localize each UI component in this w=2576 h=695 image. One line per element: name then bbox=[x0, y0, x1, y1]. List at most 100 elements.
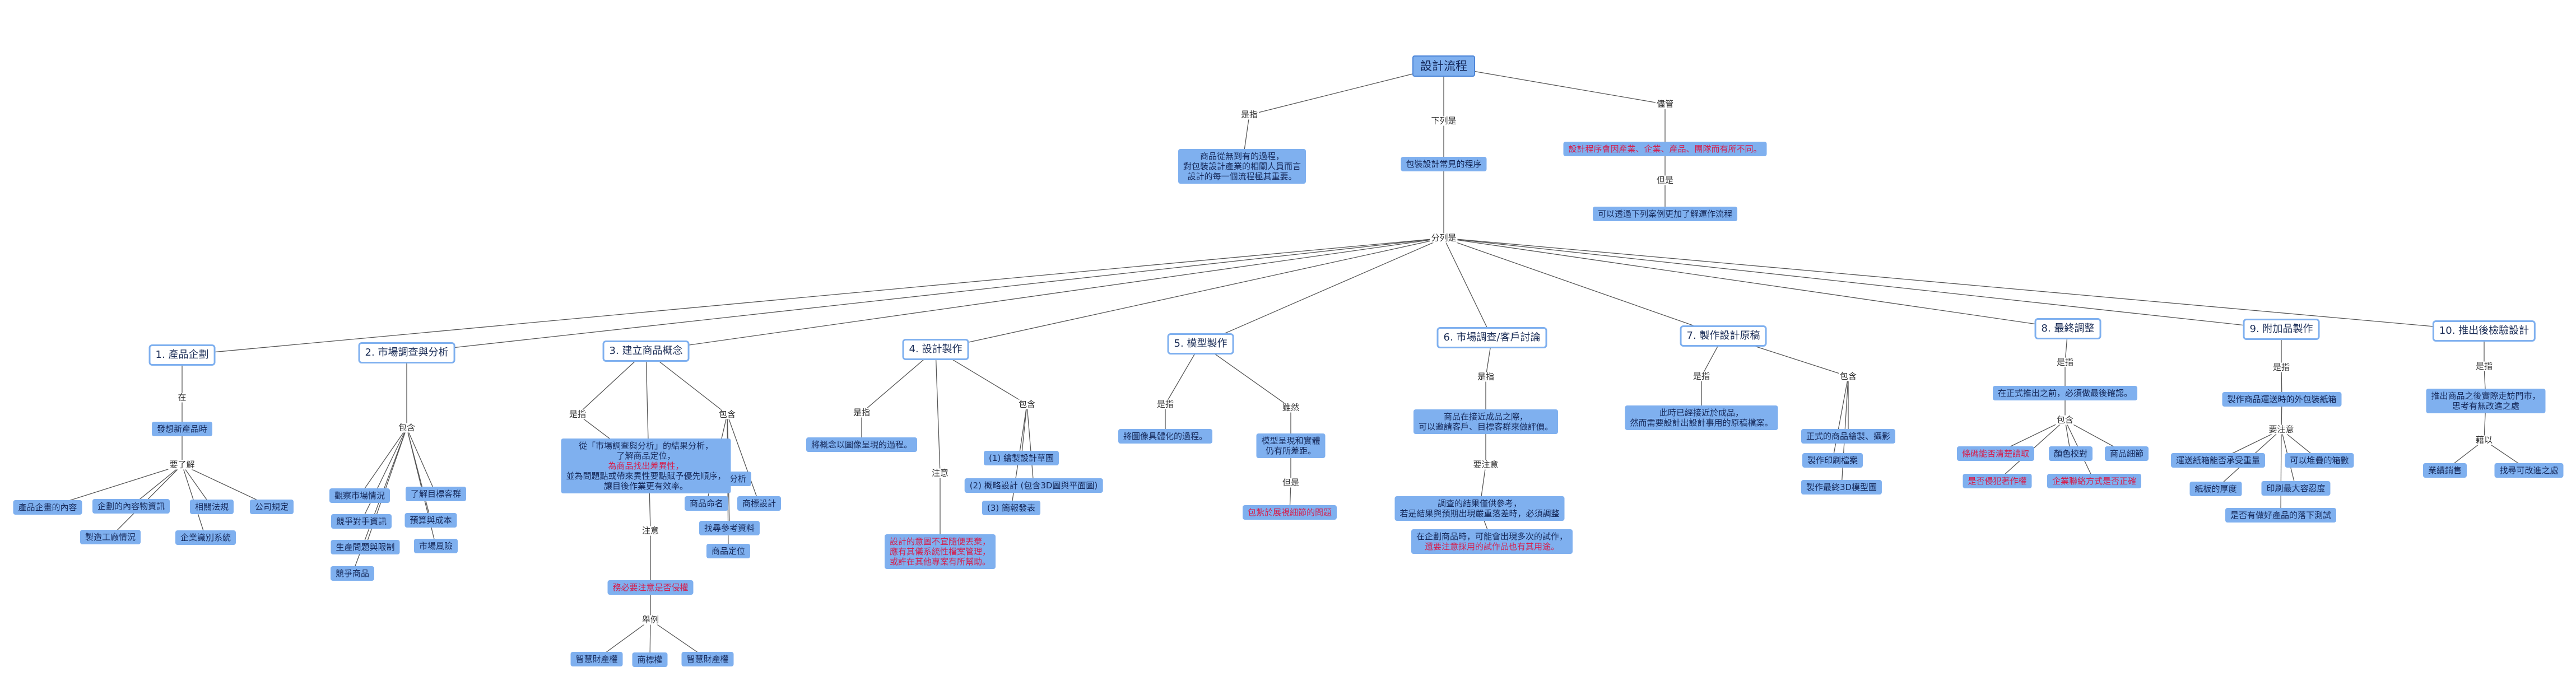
node-s3j[interactable]: 商品定位 bbox=[706, 544, 751, 558]
node-s7[interactable]: 7. 製作設計原稿 bbox=[1680, 325, 1767, 347]
connector-listed-s9 bbox=[1443, 237, 2282, 330]
node-s10c[interactable]: 找尋可改進之處 bbox=[2494, 463, 2564, 478]
node-s2d[interactable]: 預算與成本 bbox=[404, 513, 457, 528]
node-s4c[interactable]: (1) 繪製設計草圖 bbox=[983, 451, 1059, 465]
node-s7b[interactable]: 正式的商品繪製、攝影 bbox=[1801, 429, 1896, 444]
node-s5a[interactable]: 將圖像具體化的過程。 bbox=[1118, 429, 1213, 444]
node-s3[interactable]: 3. 建立商品概念 bbox=[602, 340, 690, 362]
link-label-basis: 藉以 bbox=[2474, 435, 2494, 445]
link-label-note: 注意 bbox=[930, 468, 950, 478]
node-s9c[interactable]: 可以堆疊的箱數 bbox=[2285, 453, 2354, 468]
connector-listed-s7 bbox=[1443, 237, 1724, 337]
link-label-example: 舉例 bbox=[640, 614, 661, 625]
node-s4b[interactable]: 設計的意圖不宜隨便丟棄， 應有其儀系統性檔案管理， 或許在其他專案有所幫助。 bbox=[884, 534, 996, 569]
node-s1g[interactable]: 企業識別系統 bbox=[175, 530, 236, 545]
node-vary2[interactable]: 可以透過下列案例更加了解運作流程 bbox=[1592, 207, 1738, 221]
node-s3a[interactable]: 從「市場調查與分析」的結果分析， 了解商品定位，為商品找出差異性，並為問題點或帶… bbox=[561, 439, 731, 493]
node-s3a-line-1: 從「市場調查與分析」的結果分析， 了解商品定位， bbox=[578, 441, 714, 461]
connector-inc4-s4c bbox=[1021, 404, 1027, 459]
node-s3i[interactable]: 找尋參考資料 bbox=[699, 521, 760, 535]
node-s4e[interactable]: (3) 簡報發表 bbox=[982, 501, 1041, 515]
node-s1b[interactable]: 產品企畫的內容 bbox=[13, 500, 82, 515]
connector-s5-alt5 bbox=[1200, 343, 1291, 408]
connector-inc2-s2c bbox=[361, 427, 407, 522]
node-s5[interactable]: 5. 模型製作 bbox=[1167, 333, 1234, 355]
link-label-include: 包含 bbox=[1838, 371, 1858, 381]
node-s2e[interactable]: 生產問題與限制 bbox=[331, 540, 400, 554]
node-s7c[interactable]: 製作印刷檔案 bbox=[1802, 453, 1863, 468]
node-s9d[interactable]: 紙板的厚度 bbox=[2189, 482, 2242, 496]
node-s3c[interactable]: 智慧財產權 bbox=[570, 652, 623, 666]
connector-root-though bbox=[1443, 66, 1666, 105]
node-s7a[interactable]: 此時已經接近於成品， 然而需要設計出設計事用的原稿檔案。 bbox=[1625, 405, 1778, 430]
connector-listed-s4 bbox=[935, 237, 1444, 350]
node-s9e[interactable]: 印刷最大容忍度 bbox=[2261, 481, 2331, 496]
node-s8[interactable]: 8. 最終調整 bbox=[2034, 318, 2101, 339]
node-s2b[interactable]: 了解目標客群 bbox=[405, 487, 467, 501]
link-label-is: 是指 bbox=[1239, 109, 1259, 120]
node-s5b[interactable]: 模型呈現和實體 仍有所差距。 bbox=[1256, 433, 1326, 458]
node-s4a[interactable]: 將概念以圖像呈現的過程。 bbox=[806, 437, 918, 452]
node-s9f[interactable]: 是否有做好產品的落下測試 bbox=[2225, 508, 2337, 523]
node-s2[interactable]: 2. 市場調查與分析 bbox=[358, 342, 455, 363]
connector-inc7-s7c bbox=[1832, 376, 1849, 461]
node-s1d[interactable]: 相關法規 bbox=[189, 500, 234, 514]
node-s3h[interactable]: 商標設計 bbox=[737, 496, 782, 511]
link-label-although: 雖然 bbox=[1281, 402, 1301, 413]
node-s9b[interactable]: 運送紙箱能否承受重量 bbox=[2170, 453, 2266, 468]
node-s10b[interactable]: 業績銷售 bbox=[2422, 463, 2467, 478]
node-s6[interactable]: 6. 市場調查/客戶討論 bbox=[1436, 327, 1547, 348]
node-s8d[interactable]: 商品細節 bbox=[2104, 446, 2149, 461]
node-s8f[interactable]: 企業聯絡方式是否正確 bbox=[2047, 474, 2142, 488]
node-s1c[interactable]: 企劃的內容物資訊 bbox=[92, 499, 170, 514]
node-root[interactable]: 設計流程 bbox=[1412, 55, 1475, 77]
node-s8c[interactable]: 顏色校對 bbox=[2048, 446, 2093, 461]
connector-inc2-s2a bbox=[359, 427, 407, 496]
link-label-note: 注意 bbox=[640, 525, 661, 536]
link-label-include: 包含 bbox=[397, 422, 417, 433]
node-s1e[interactable]: 公司規定 bbox=[249, 500, 294, 514]
connector-inc2-s2e bbox=[365, 427, 407, 548]
node-s6b[interactable]: 調查的結果僅供參考， 若是結果與預期出現嚴重落差時，必須調整 bbox=[1394, 496, 1565, 521]
node-s7d[interactable]: 製作最終3D模型圖 bbox=[1801, 480, 1882, 495]
node-def[interactable]: 商品從無到有的過程， 對包裝設計產業的相關人員而言 設計的每一個流程極其重要。 bbox=[1178, 149, 1306, 184]
link-label-is: 是指 bbox=[568, 409, 588, 419]
link-label-but: 但是 bbox=[1655, 175, 1675, 185]
connector-s4-note4 bbox=[935, 349, 941, 474]
connector-inc4-s4d bbox=[1026, 404, 1034, 486]
node-s2a[interactable]: 觀察市場情況 bbox=[329, 488, 390, 503]
node-s3g[interactable]: 商品命名 bbox=[684, 496, 729, 511]
node-s1[interactable]: 1. 產品企劃 bbox=[148, 344, 216, 366]
node-s8a[interactable]: 在正式推出之前，必須做最後確認。 bbox=[1992, 386, 2138, 400]
node-common[interactable]: 包裝設計常見的程序 bbox=[1401, 157, 1487, 171]
connector-inc3-s3h bbox=[727, 414, 760, 504]
node-s4d[interactable]: (2) 概略設計 (包含3D圖與平面圖) bbox=[964, 478, 1103, 493]
node-s10a[interactable]: 推出商品之後實際走訪門市， 思考有無改進之處 bbox=[2426, 389, 2546, 413]
node-s2f[interactable]: 市場風險 bbox=[413, 539, 458, 553]
node-s1a[interactable]: 發想新產品時 bbox=[151, 422, 213, 436]
node-s2g[interactable]: 競爭商品 bbox=[330, 566, 375, 581]
link-label-is: 是指 bbox=[1476, 371, 1496, 382]
link-label-attention: 要注意 bbox=[2267, 424, 2295, 435]
node-s2c[interactable]: 競爭對手資訊 bbox=[331, 514, 392, 529]
node-s8b[interactable]: 條碼能否清楚讀取 bbox=[1956, 446, 2035, 461]
node-s3d[interactable]: 商標權 bbox=[632, 652, 668, 667]
node-s1f[interactable]: 製造工廠情況 bbox=[80, 530, 141, 544]
node-s9[interactable]: 9. 附加品製作 bbox=[2243, 319, 2320, 340]
node-s3e[interactable]: 智慧財產權 bbox=[681, 652, 734, 666]
node-vary[interactable]: 設計程序會因產業、企業、產品、團隊而有所不同。 bbox=[1563, 142, 1767, 156]
node-s9a[interactable]: 製作商品運送時的外包裝紙箱 bbox=[2222, 392, 2342, 407]
node-s6a[interactable]: 商品在接近成品之際， 可以邀請客戶、目標客群來做評價。 bbox=[1413, 409, 1559, 434]
link-label-but: 但是 bbox=[1281, 477, 1301, 488]
link-label-understand: 要了解 bbox=[168, 459, 196, 470]
node-s6c[interactable]: 在企劃商品時，可能會出現多次的試作，還要注意採用的試作品也有其用途。 bbox=[1411, 529, 1573, 554]
connector-listed-s5 bbox=[1200, 237, 1444, 344]
node-s5c[interactable]: 包紮於展視細節的問題 bbox=[1242, 505, 1337, 520]
node-s8e[interactable]: 是否侵犯著作權 bbox=[1963, 474, 2032, 488]
connector-listed-s1 bbox=[182, 237, 1444, 356]
link-label-is: 是指 bbox=[1691, 371, 1712, 381]
node-s10[interactable]: 10. 推出後檢驗設計 bbox=[2432, 320, 2536, 342]
node-s3b[interactable]: 務必要注意是否侵權 bbox=[607, 580, 694, 595]
node-s4[interactable]: 4. 設計製作 bbox=[902, 339, 969, 360]
